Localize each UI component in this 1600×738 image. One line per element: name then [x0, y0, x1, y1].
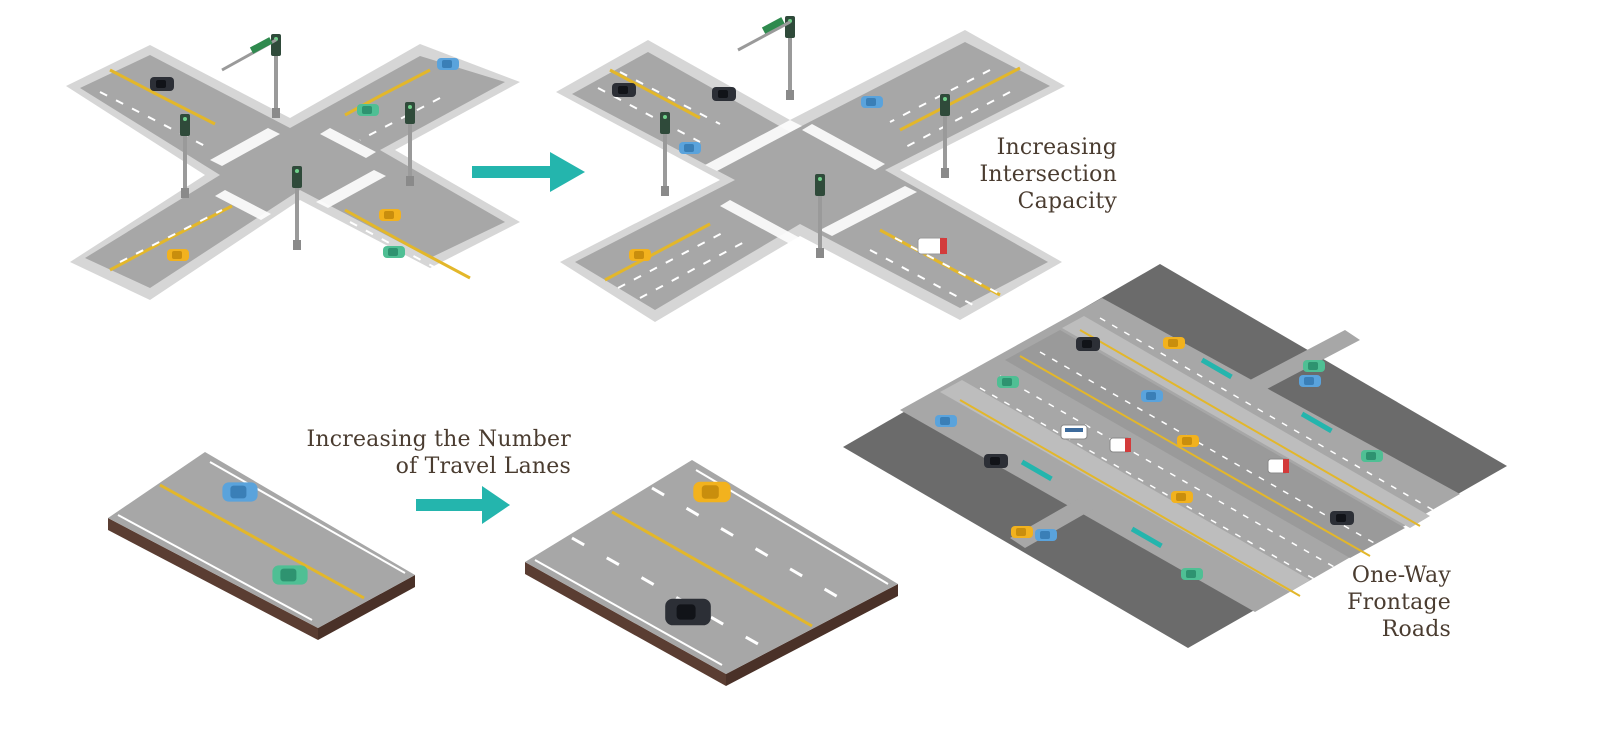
intersection-before: [66, 34, 520, 300]
right-arrow-icon: [416, 486, 510, 524]
label-line: Frontage: [1347, 590, 1451, 615]
road-two-lane: [108, 452, 415, 640]
label-line: Capacity: [1017, 189, 1117, 214]
label-line: Increasing the Number: [306, 427, 571, 452]
frontage-roads-label: One-Way Frontage Roads: [1320, 562, 1451, 643]
frontage-roads: [843, 264, 1507, 648]
intersection-after: [556, 16, 1065, 322]
label-line: One-Way: [1351, 563, 1451, 588]
intersection-capacity-label: Increasing Intersection Capacity: [960, 134, 1117, 215]
road-four-lane: [525, 460, 898, 686]
label-line: Roads: [1381, 617, 1451, 642]
travel-lanes-label: Increasing the Number of Travel Lanes: [300, 426, 571, 480]
label-line: Intersection: [979, 162, 1117, 187]
label-line: of Travel Lanes: [395, 454, 571, 479]
right-arrow-icon: [472, 152, 585, 192]
label-line: Increasing: [996, 135, 1117, 160]
